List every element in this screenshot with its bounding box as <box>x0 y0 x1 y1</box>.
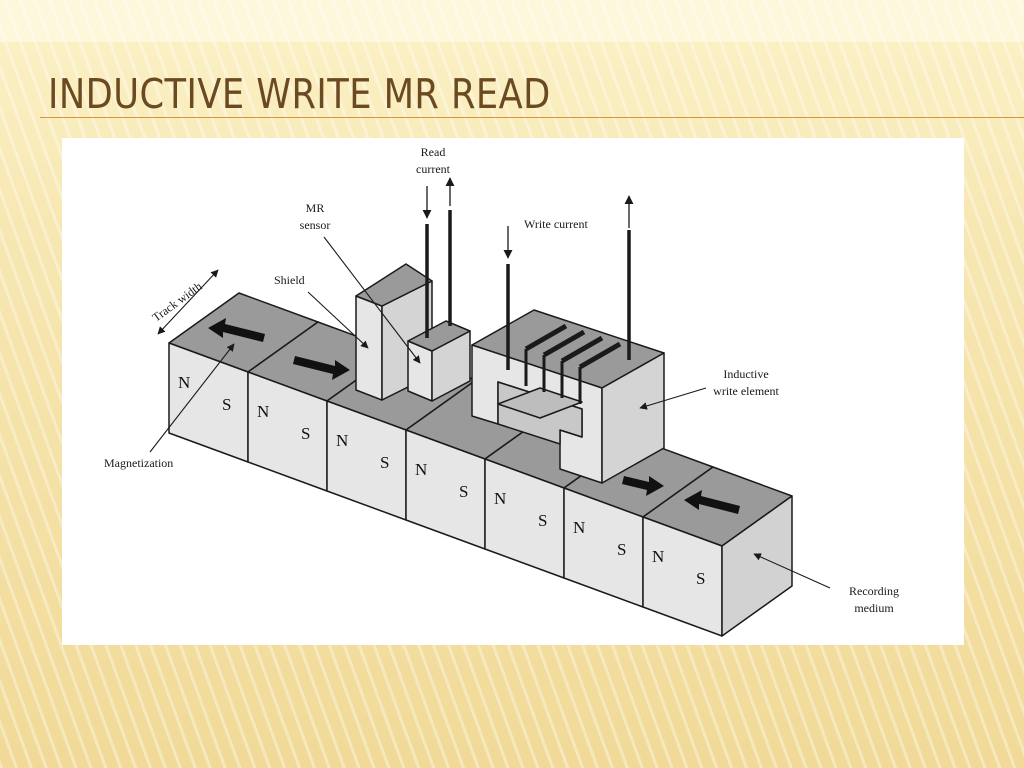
shield-label: Shield <box>274 273 305 287</box>
coil-windings <box>524 323 622 404</box>
track-width-arrow <box>157 269 219 335</box>
diagram-figure: N S N S N S N S N S N S N S <box>62 138 964 645</box>
top-band <box>0 0 1024 42</box>
read-current-arrows <box>422 177 455 219</box>
pole-label-s: S <box>538 511 547 530</box>
recording-medium-label-2: medium <box>854 601 894 615</box>
inductive-write-element <box>471 309 665 484</box>
shield-top <box>355 263 433 307</box>
pole-label-s: S <box>222 395 231 414</box>
medium-end-face <box>721 495 793 637</box>
coil-turn-1 <box>524 323 568 352</box>
leader-lines <box>149 236 831 589</box>
read-current-label-1: Read <box>421 145 446 159</box>
shield-leader <box>307 291 369 349</box>
pole-label-n: N <box>178 373 190 392</box>
pole-label-s: S <box>380 453 389 472</box>
track-width-label: Track width <box>150 279 205 324</box>
pole-label-n: N <box>336 431 348 450</box>
pole-label-s: S <box>459 482 468 501</box>
pole-label-n: N <box>652 547 664 566</box>
mr-sensor-leader <box>323 236 421 364</box>
pole-label-n: N <box>415 460 427 479</box>
recording-medium-label-1: Recording <box>849 584 899 598</box>
inductive-label-2: write element <box>713 384 779 398</box>
mr-sensor-label-1: MR <box>306 201 325 215</box>
arrow-right-6 <box>622 476 664 496</box>
write-leads <box>506 230 631 370</box>
mr-sensor-label-2: sensor <box>300 218 331 232</box>
inductive-label-1: Inductive <box>723 367 768 381</box>
magnetization-arrows <box>208 318 740 514</box>
write-element-side <box>601 352 665 484</box>
read-leads <box>425 210 452 338</box>
read-current-label-2: current <box>416 162 451 176</box>
pole-label-n: N <box>257 402 269 421</box>
head-diagram: N S N S N S N S N S N S N S <box>104 145 899 637</box>
coil-turn-3 <box>560 335 604 364</box>
arrow-left-7 <box>684 490 740 514</box>
mr-sensor-top <box>407 320 471 352</box>
magnetization-leader <box>149 343 235 453</box>
title-underline <box>40 117 1024 118</box>
shield-front <box>355 295 383 401</box>
write-current-arrows <box>503 195 634 259</box>
pole-label-s: S <box>301 424 310 443</box>
slide-title: INDUCTIVE WRITE MR READ <box>48 70 551 118</box>
arrow-left-1 <box>208 318 265 342</box>
pole-label-s: S <box>617 540 626 559</box>
coil-turn-2 <box>542 329 586 358</box>
pole-label-n: N <box>494 489 506 508</box>
inductive-leader <box>639 387 707 410</box>
pole-label-n: N <box>573 518 585 537</box>
recording-medium-leader <box>753 553 831 589</box>
coil-turn-4 <box>578 341 622 370</box>
write-current-label: Write current <box>524 217 588 231</box>
magnetization-label: Magnetization <box>104 456 173 470</box>
arrow-right-2 <box>293 356 350 380</box>
pole-label-s: S <box>696 569 705 588</box>
